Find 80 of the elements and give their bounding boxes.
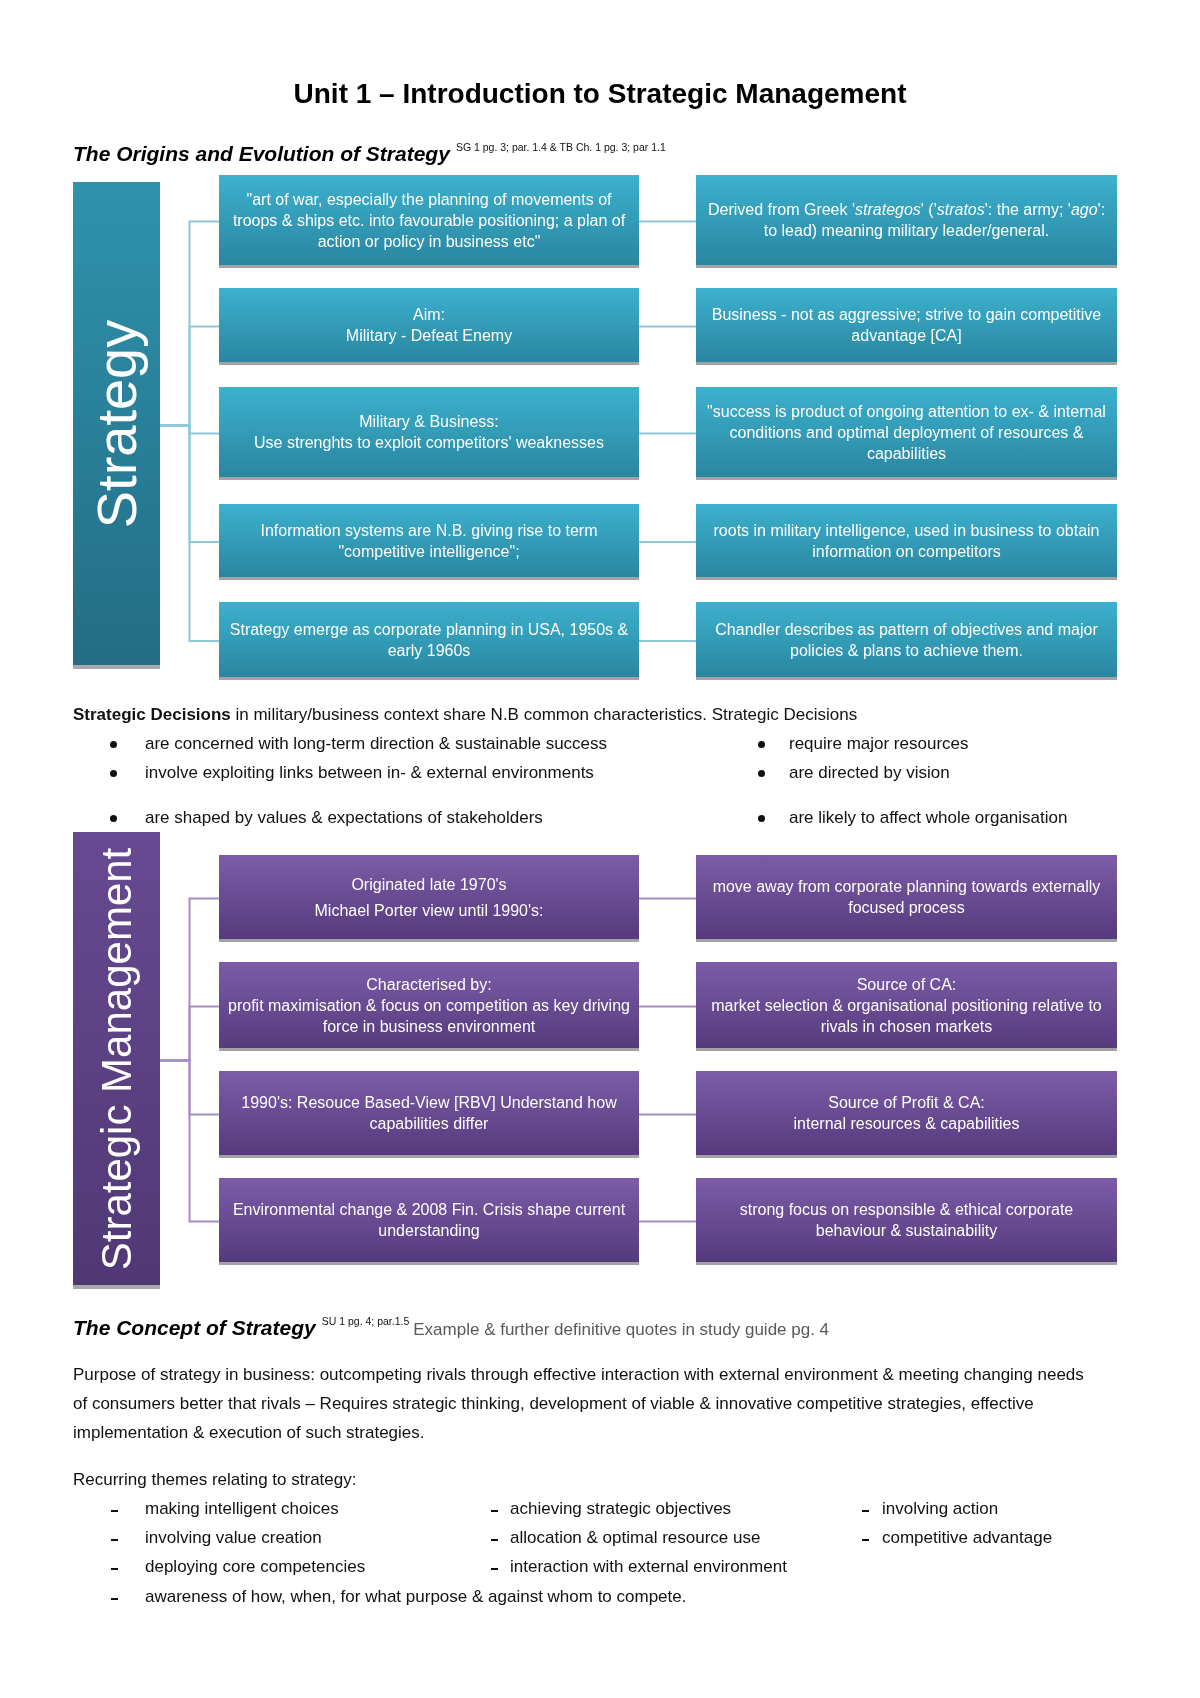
card-heading: Source of CA:	[856, 974, 957, 995]
vertical-band	[73, 182, 160, 669]
side-note: Example & further definitive quotes in study guide pg. 4	[413, 1319, 830, 1341]
bullet-item: are shaped by values & expectations of stakeholders	[145, 807, 543, 829]
info-card	[696, 288, 1117, 365]
card-text: Derived from Greek 'strategos' ('stratos': the army; 'ago': to lead) meaning military leader/general.	[706, 200, 1107, 241]
connector-line	[638, 1005, 697, 1008]
bullet-item: require major resources	[789, 733, 969, 755]
card-text: market selection & organisational positioning relative to rivals in chosen markets	[710, 995, 1103, 1037]
card-text: strong focus on responsible & ethical corporate behaviour & sustainability	[738, 1200, 1075, 1241]
card-text: Business - not as aggressive; strive to gain competitive advantage [CA]	[710, 305, 1103, 346]
info-card	[219, 504, 639, 580]
info-card	[219, 602, 639, 680]
info-card	[696, 602, 1117, 680]
info-card	[219, 387, 639, 480]
info-card	[219, 1071, 639, 1158]
card-text: 1990's: Resouce Based-View [RBV] Understand how capabilities differ	[240, 1093, 618, 1134]
list-item: deploying core competencies	[145, 1556, 366, 1578]
connector-line	[638, 432, 697, 435]
list-item: involving action	[882, 1498, 999, 1520]
info-card	[696, 504, 1117, 580]
list-intro: Recurring themes relating to strategy:	[73, 1469, 357, 1491]
reference-note: SG 1 pg. 3; par. 1.4 & TB Ch. 1 pg. 3; par 1.1	[455, 141, 666, 153]
card-heading: Military & Business:	[359, 412, 499, 432]
info-card	[696, 855, 1117, 942]
info-card	[696, 387, 1117, 480]
card-text: Chandler describes as pattern of objectives and major policies & plans to achieve them.	[714, 619, 1099, 661]
card-heading: Originated late 1970's	[351, 874, 507, 895]
list-item: interaction with external environment	[510, 1556, 787, 1578]
list-item: involving value creation	[145, 1527, 322, 1549]
card-text: Michael Porter view until 1990's:	[314, 900, 544, 921]
card-text: Military - Defeat Enemy	[345, 326, 513, 346]
info-card	[696, 175, 1117, 268]
card-text: profit maximisation & focus on competition as key driving force in business environment	[227, 995, 631, 1037]
connector-line	[159, 1059, 220, 1223]
paragraph: Strategic Decisions in military/business context share N.B common characteristics. Strategic Decisions	[73, 704, 858, 726]
paragraph: Purpose of strategy in business: outcompeting rivals through effective interaction with external environment & meeting changing needs of consumers better that rivals – Requires strategic thinking, development of viable & innovative competitive strategies, effective implementation & execution of such strategies.	[73, 1364, 1085, 1444]
bullet-item: are concerned with long-term direction & sustainable success	[145, 733, 608, 755]
card-text: Environmental change & 2008 Fin. Crisis shape current understanding	[231, 1200, 627, 1241]
section-heading: The Origins and Evolution of Strategy	[73, 141, 450, 167]
info-card	[219, 1178, 639, 1265]
page-title: Unit 1 – Introduction to Strategic Management	[293, 77, 907, 111]
vertical-band	[73, 832, 160, 1289]
bullet-item: involve exploiting links between in- & external environments	[145, 762, 594, 784]
card-text: "success is product of ongoing attention to ex- & internal conditions and optimal deployment of resources & capabilities	[706, 401, 1107, 464]
connector-line	[638, 1220, 697, 1223]
connector-line	[638, 220, 697, 223]
list-item: making intelligent choices	[145, 1498, 339, 1520]
connector-line	[638, 1113, 697, 1116]
card-text: internal resources & capabilities	[793, 1114, 1020, 1134]
card-text: roots in military intelligence, used in business to obtain information on competitors	[712, 520, 1101, 562]
card-text: "art of war, especially the planning of movements of troops & ships etc. into favourable positioning; a plan of action or policy in business etc"	[231, 189, 627, 252]
connector-line	[638, 325, 697, 328]
bullet-item: are directed by vision	[789, 762, 950, 784]
card-heading: Characterised by:	[366, 974, 492, 995]
reference-note: SU 1 pg. 4; par.1.5	[321, 1315, 410, 1327]
card-heading: Source of Profit & CA:	[828, 1093, 985, 1113]
connector-line	[638, 640, 697, 642]
card-heading: Aim:	[413, 305, 445, 325]
card-text: Information systems are N.B. giving rise to term "competitive intelligence";	[259, 520, 599, 562]
connector-line	[638, 541, 697, 543]
info-card	[696, 962, 1117, 1051]
card-text: Use strenghts to exploit competitors' weaknesses	[254, 433, 604, 453]
connector-line	[638, 897, 697, 900]
info-card	[696, 1071, 1117, 1158]
info-card	[696, 1178, 1117, 1265]
list-item: awareness of how, when, for what purpose & against whom to compete.	[145, 1586, 687, 1608]
info-card	[219, 175, 639, 268]
list-item: competitive advantage	[882, 1527, 1053, 1549]
card-text: move away from corporate planning towards externally focused process	[711, 877, 1102, 918]
bullet-item: are likely to affect whole organisation	[789, 807, 1068, 829]
connector-line	[159, 424, 220, 642]
card-text: Strategy emerge as corporate planning in USA, 1950s & early 1960s	[228, 619, 630, 661]
band-title: Strategic Management	[95, 847, 138, 1270]
list-item: achieving strategic objectives	[510, 1498, 732, 1520]
section-heading: The Concept of Strategy	[73, 1315, 316, 1341]
info-card	[219, 962, 639, 1051]
list-item: allocation & optimal resource use	[510, 1527, 761, 1549]
info-card	[219, 855, 639, 942]
info-card	[219, 288, 639, 365]
